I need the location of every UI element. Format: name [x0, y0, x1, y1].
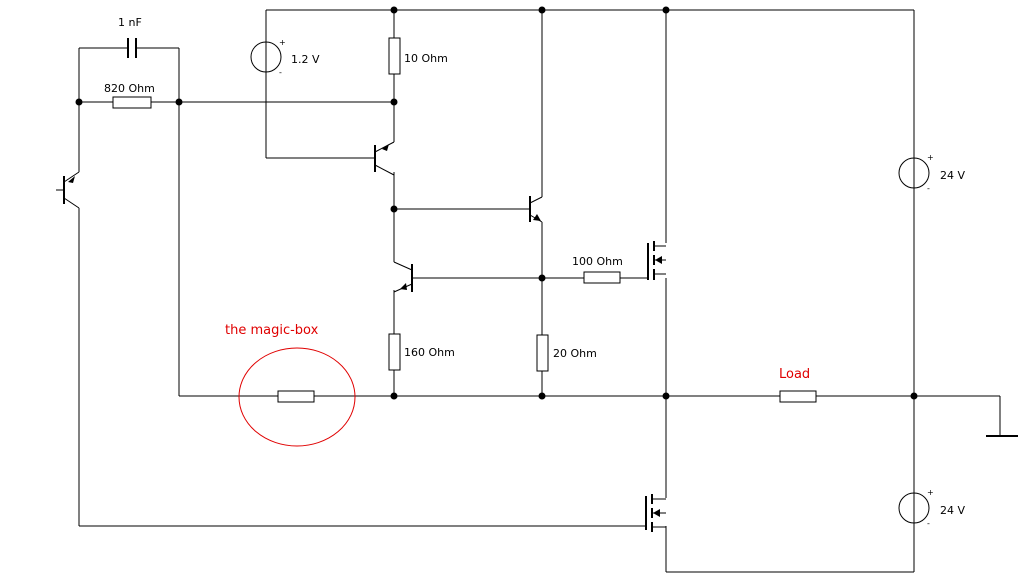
- voltage-source-negative: + - 24 V: [898, 488, 965, 528]
- resistor-820: 820 Ohm: [104, 82, 155, 109]
- load-resistor: [779, 390, 817, 403]
- magic-box-resistor: [277, 390, 315, 403]
- junctions: [75, 6, 918, 400]
- svg-text:-: -: [927, 184, 930, 193]
- voltage-source-bias: + - 1.2 V: [250, 38, 320, 77]
- resistor-20-label: 20 Ohm: [553, 347, 597, 360]
- magic-box-annotation: the magic-box: [225, 323, 356, 447]
- resistor-820-label: 820 Ohm: [104, 82, 155, 95]
- voltage-source-negative-label: 24 V: [940, 504, 965, 517]
- resistor-10: 10 Ohm: [388, 37, 448, 75]
- capacitor-label: 1 nF: [118, 16, 142, 29]
- resistor-160: 160 Ohm: [388, 333, 455, 371]
- svg-text:+: +: [927, 488, 934, 497]
- capacitor-1nf: 1 nF: [118, 16, 142, 58]
- magic-box-label: the magic-box: [225, 323, 319, 338]
- resistor-160-label: 160 Ohm: [404, 346, 455, 359]
- transistor-q1: [374, 141, 395, 176]
- resistor-20: 20 Ohm: [536, 334, 597, 372]
- resistor-10-label: 10 Ohm: [404, 52, 448, 65]
- transistor-q2: [529, 196, 543, 223]
- transistor-q3: [393, 261, 413, 293]
- voltage-source-bias-label: 1.2 V: [291, 53, 320, 66]
- svg-text:+: +: [927, 153, 934, 162]
- svg-text:-: -: [927, 519, 930, 528]
- voltage-source-positive: + - 24 V: [898, 153, 965, 193]
- svg-text:+: +: [279, 38, 286, 47]
- mosfet-lower: [645, 494, 666, 532]
- transistor-left: [56, 171, 80, 209]
- resistor-100-label: 100 Ohm: [572, 255, 623, 268]
- mosfet-upper: [647, 241, 666, 280]
- resistor-100: 100 Ohm: [572, 255, 623, 284]
- voltage-source-positive-label: 24 V: [940, 169, 965, 182]
- wires: [78, 9, 1018, 573]
- svg-text:-: -: [279, 68, 282, 77]
- load-label: Load: [779, 367, 810, 382]
